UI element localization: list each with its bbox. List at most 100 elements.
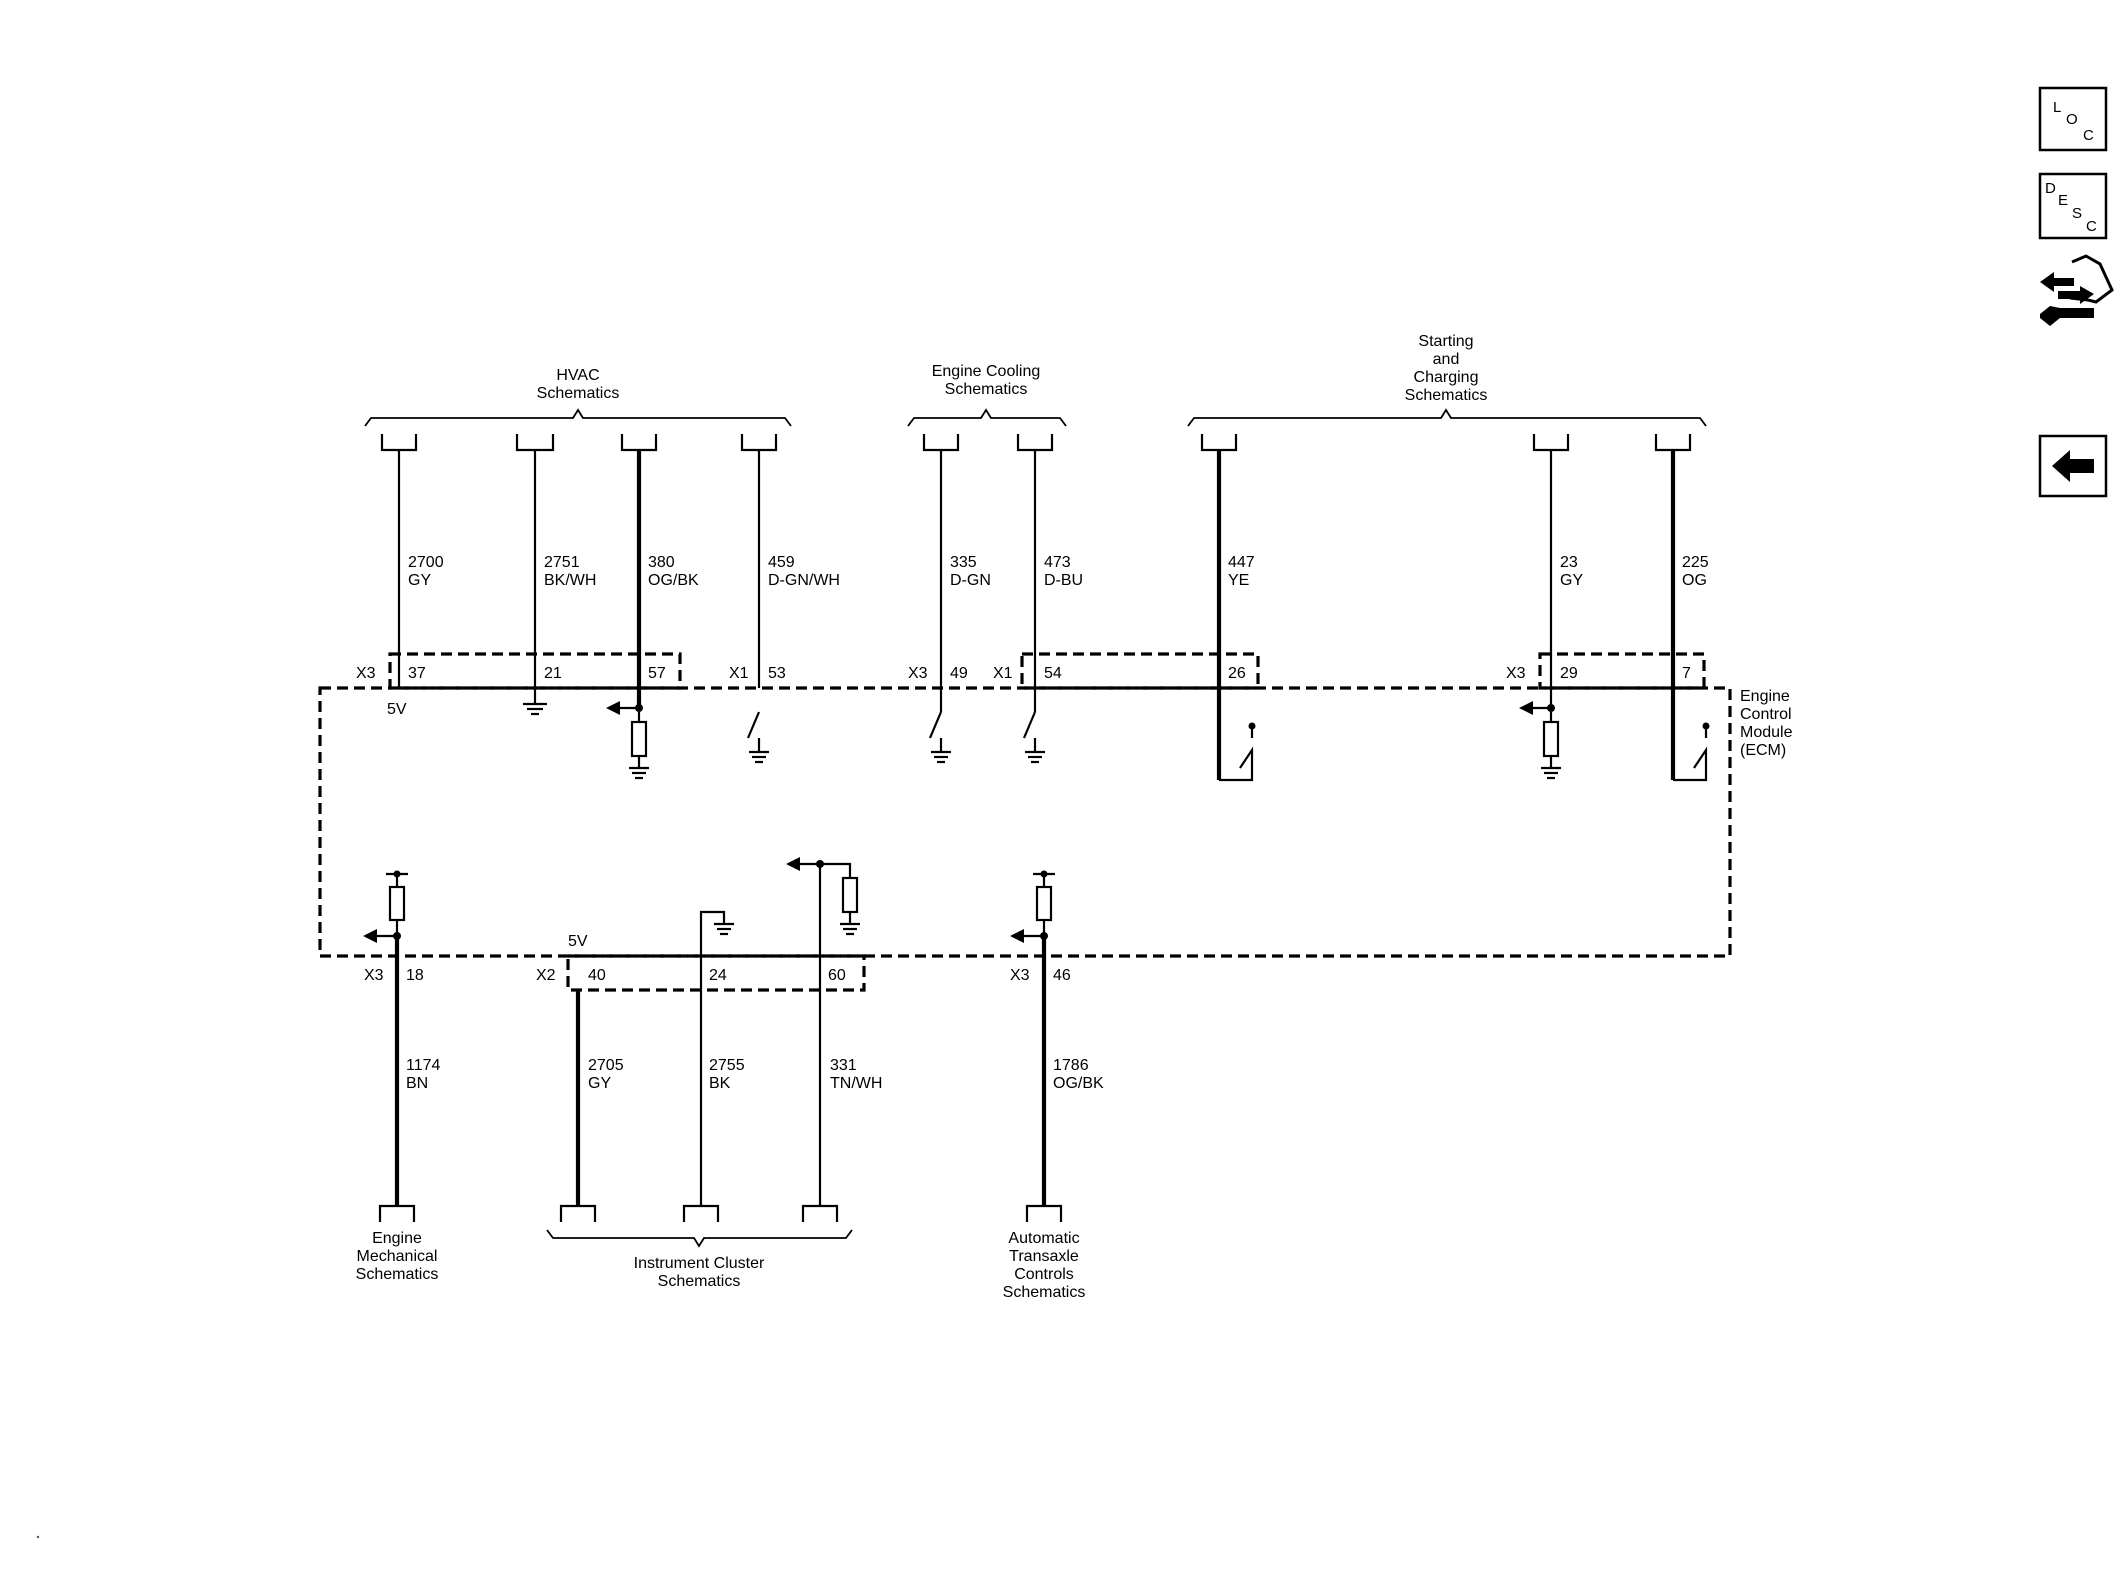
loc-button[interactable]: L O C [2038, 86, 2108, 152]
ground-icon [523, 702, 547, 716]
resistor-icon [630, 720, 648, 758]
ground-icon [629, 766, 649, 780]
back-button[interactable] [2038, 434, 2108, 498]
circuit-380-number: 380 [648, 554, 675, 571]
engine-mechanical-title-line-2: Mechanical [357, 1248, 438, 1265]
connector-wrench-icon [2040, 254, 2114, 326]
instrument-cluster-title-line-1: Instrument Cluster [634, 1255, 765, 1272]
circuit-335-color: D-GN [950, 572, 991, 589]
ecm-top-internals [523, 688, 1710, 782]
engine-mechanical-title-line-3: Schematics [356, 1266, 439, 1283]
reference-5v-label: 5V [387, 701, 407, 718]
circuit-1174-color: BN [406, 1075, 428, 1092]
circuit-2700-color: GY [408, 572, 431, 589]
signal-arrow-icon [363, 929, 377, 943]
connector-x1-label: X1 [993, 665, 1013, 682]
starting-charging-title-line-4: Schematics [1405, 387, 1488, 404]
hvac-group: HVAC Schematics [364, 367, 792, 427]
engine-mechanical-title-line-1: Engine [372, 1230, 422, 1247]
bottom-wire-labels: 1174 BN 2705 GY 2755 BK 331 TN/WH 1786 O… [406, 1057, 1104, 1092]
circuit-225-color: OG [1682, 572, 1707, 589]
ecm-bottom-internals: 5V [363, 857, 1055, 956]
bottom-connector-cups [378, 1204, 1063, 1222]
transaxle-title-line-4: Schematics [1003, 1284, 1086, 1301]
circuit-380-color: OG/BK [648, 572, 699, 589]
ecm-label-line-1: Engine [1740, 688, 1790, 705]
ground-icon [840, 922, 860, 936]
circuit-473-number: 473 [1044, 554, 1071, 571]
ground-icon [1025, 750, 1045, 764]
starting-charging-title-line-3: Charging [1414, 369, 1479, 386]
starting-charging-group: Starting and Charging Schematics [1187, 333, 1707, 427]
pin-37-label: 37 [408, 665, 426, 682]
top-pin-labels: X3 37 21 57 X1 53 X3 49 X1 54 26 X3 29 7… [356, 665, 1691, 718]
resistor-icon [388, 885, 406, 922]
pin-60-label: 60 [828, 967, 846, 984]
engine-cooling-group: Engine Cooling Schematics [907, 363, 1067, 427]
circuit-225-number: 225 [1682, 554, 1709, 571]
bottom-connector-box [566, 954, 866, 992]
pin-54-label: 54 [1044, 665, 1062, 682]
circuit-1786-number: 1786 [1053, 1057, 1089, 1074]
circuit-335-number: 335 [950, 554, 977, 571]
transaxle-title-line-1: Automatic [1008, 1230, 1079, 1247]
svg-text:O: O [2066, 111, 2078, 128]
circuit-2705-color: GY [588, 1075, 611, 1092]
ecm-label-line-3: Module [1740, 724, 1793, 741]
ecm-boundary [318, 686, 1732, 958]
signal-arrow-icon [606, 701, 620, 715]
connector-x3-label: X3 [356, 665, 376, 682]
circuit-2755-color: BK [709, 1075, 731, 1092]
connector-tool-button[interactable] [2040, 254, 2114, 326]
hvac-title-line-2: Schematics [537, 385, 620, 402]
ground-icon [749, 750, 769, 764]
connector-x2-label: X2 [536, 967, 556, 984]
signal-arrow-icon [1519, 701, 1533, 715]
starting-charging-bracket [1187, 408, 1707, 427]
switch-contact-icon [1702, 722, 1710, 730]
starting-charging-title-line-2: and [1433, 351, 1460, 368]
pin-18-label: 18 [406, 967, 424, 984]
loc-icon: L O C [2053, 99, 2094, 144]
back-arrow-icon [2052, 450, 2094, 482]
ecm-label-line-2: Control [1740, 706, 1792, 723]
connector-x3-label: X3 [908, 665, 928, 682]
instrument-cluster-title-line-2: Schematics [658, 1273, 741, 1290]
pin-40-label: 40 [588, 967, 606, 984]
pin-53-label: 53 [768, 665, 786, 682]
pin-7-label: 7 [1682, 665, 1691, 682]
pin-46-label: 46 [1053, 967, 1071, 984]
bottom-pin-labels: X3 18 X2 40 24 60 X3 46 [364, 967, 1071, 984]
engine-cooling-title-line-2: Schematics [945, 381, 1028, 398]
desc-button[interactable]: D E S C [2038, 172, 2108, 240]
circuit-1786-color: OG/BK [1053, 1075, 1104, 1092]
signal-arrow-icon [1010, 929, 1024, 943]
svg-text:S: S [2072, 205, 2082, 222]
pin-49-label: 49 [950, 665, 968, 682]
pin-24-label: 24 [709, 967, 727, 984]
top-connector-cups [380, 434, 1692, 452]
circuit-2755-number: 2755 [709, 1057, 745, 1074]
signal-arrow-icon [786, 857, 800, 871]
hvac-bracket [364, 408, 792, 427]
svg-text:E: E [2058, 192, 2068, 209]
circuit-447-number: 447 [1228, 554, 1255, 571]
hvac-title-line-1: HVAC [556, 367, 599, 384]
starting-charging-title-line-1: Starting [1418, 333, 1473, 350]
resistor-icon [1035, 885, 1053, 922]
pin-26-label: 26 [1228, 665, 1246, 682]
pin-29-label: 29 [1560, 665, 1578, 682]
connector-x3-label: X3 [1010, 967, 1030, 984]
engine-cooling-bracket [907, 408, 1067, 427]
transaxle-title-line-2: Transaxle [1009, 1248, 1079, 1265]
ground-icon [714, 922, 734, 936]
svg-text:C: C [2086, 218, 2097, 235]
ground-icon [931, 750, 951, 764]
svg-text:D: D [2045, 180, 2056, 197]
circuit-459-color: D-GN/WH [768, 572, 840, 589]
switch-icon [746, 711, 761, 739]
resistor-icon [841, 876, 859, 914]
switch-icon [1022, 711, 1037, 739]
ground-icon [1541, 766, 1561, 780]
